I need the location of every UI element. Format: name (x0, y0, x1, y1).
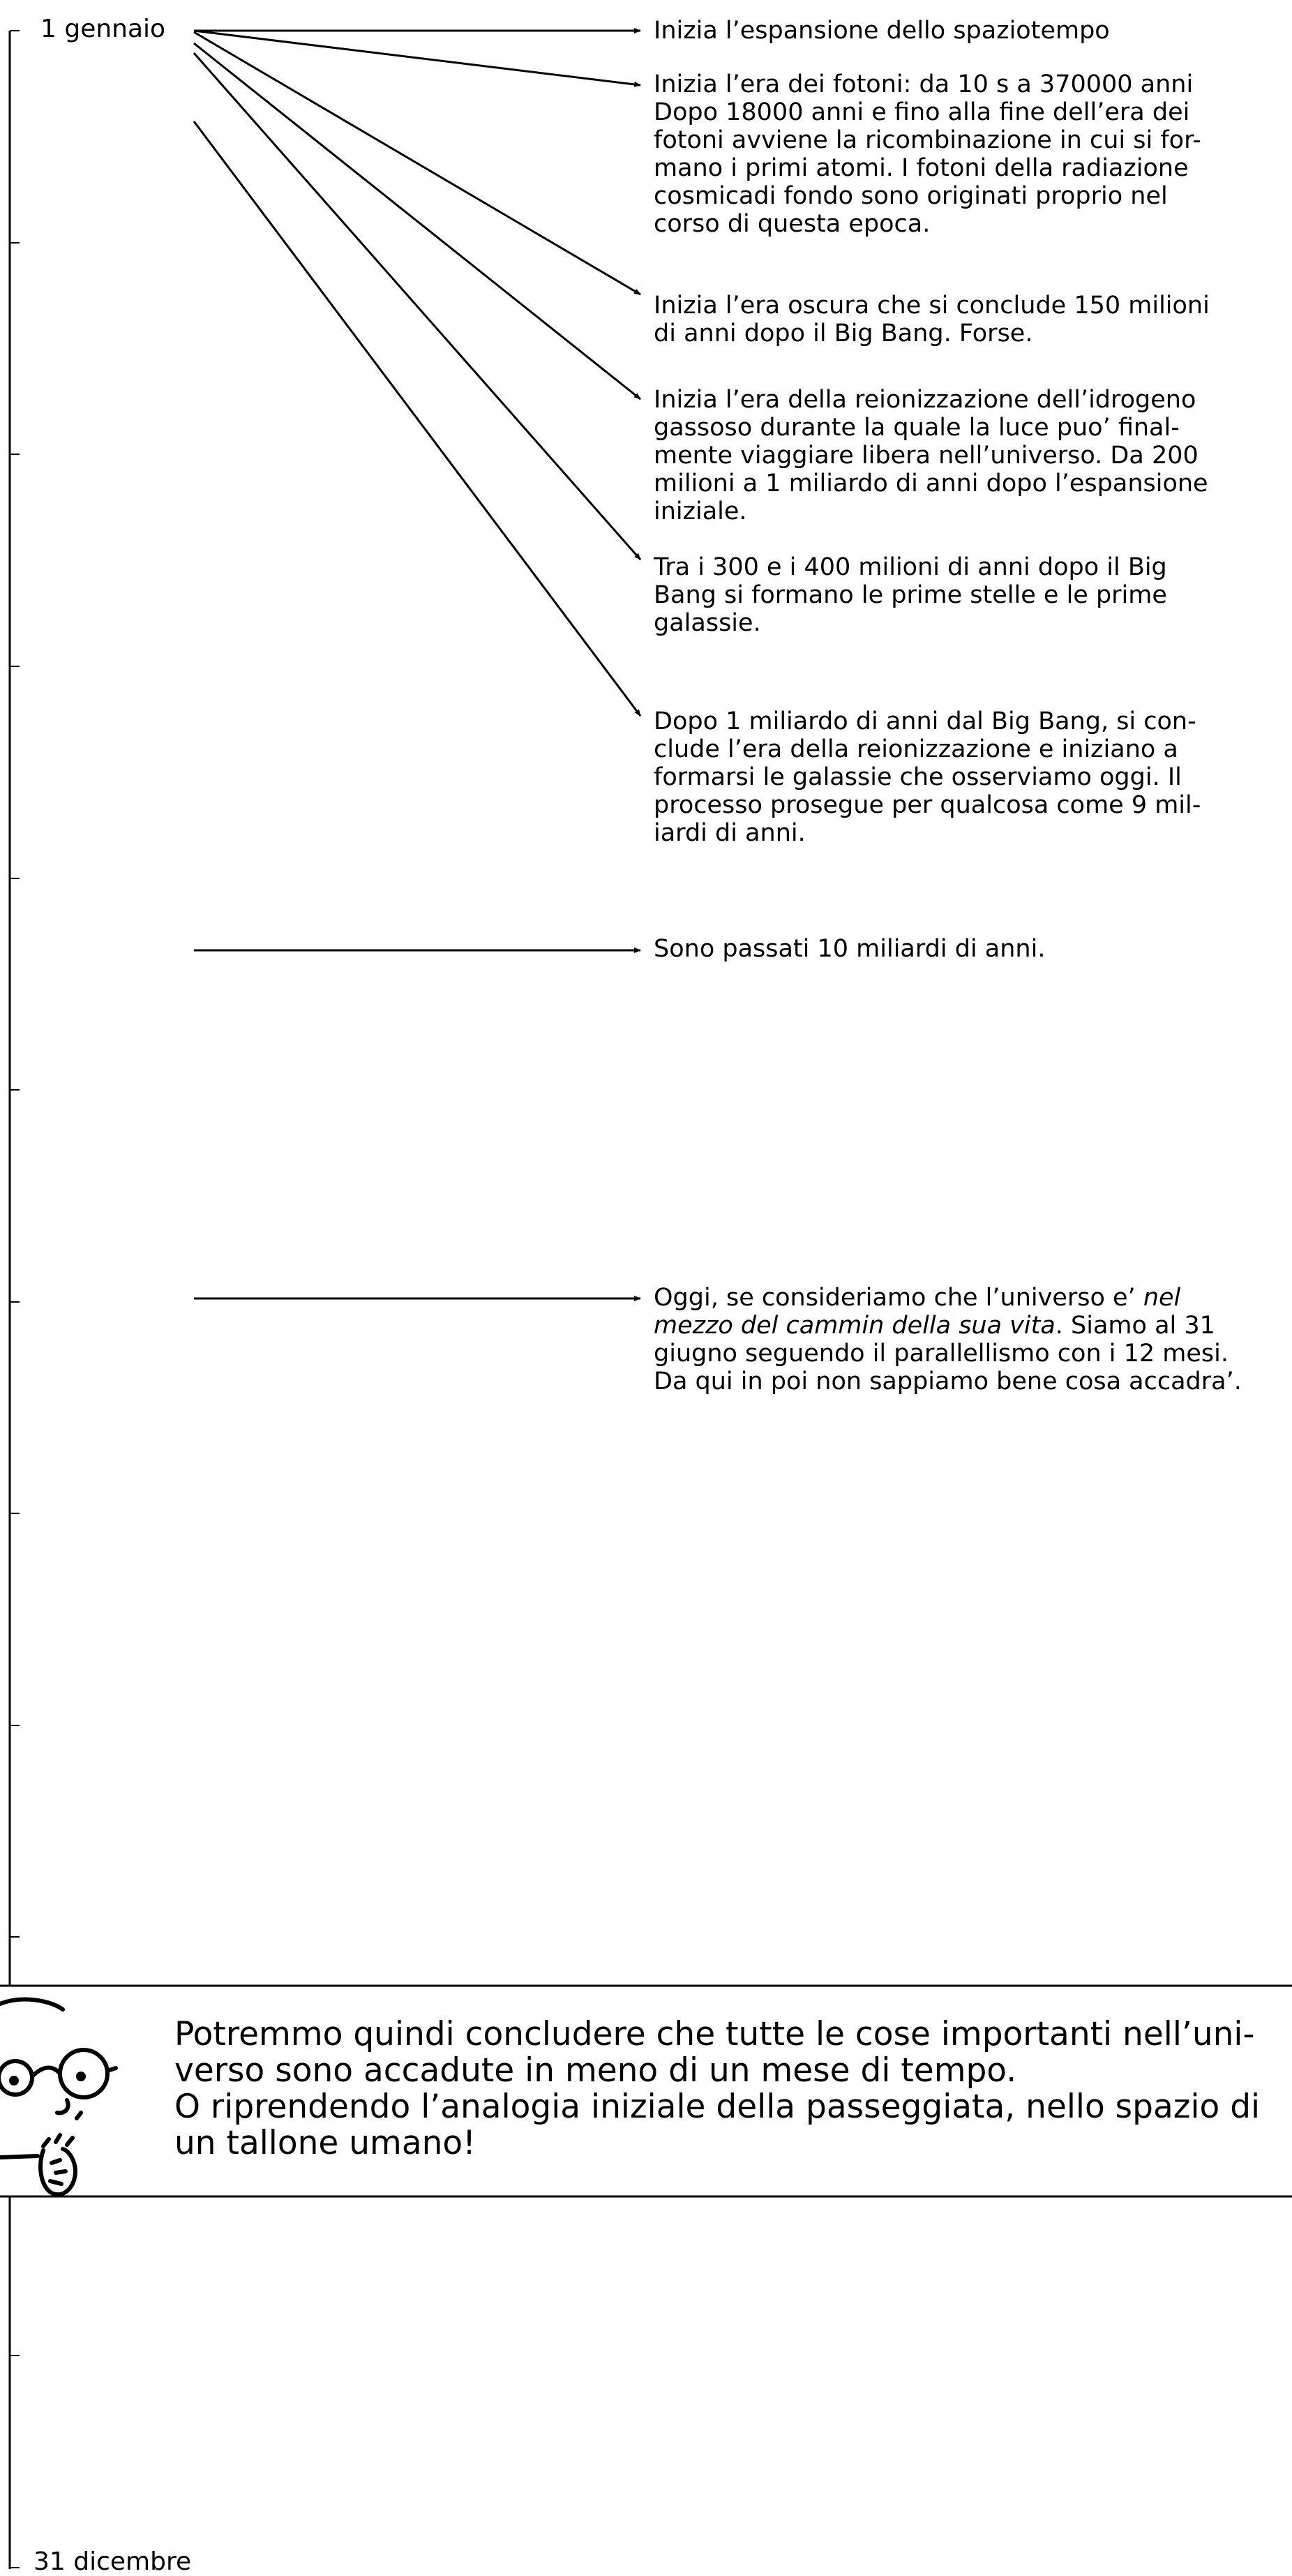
cartoon-face-icon (0, 1997, 118, 2197)
event-line: Da qui in poi non sappiamo bene cosa acc… (654, 1368, 1242, 1395)
event-line: clude l’era della reionizzazione e inizi… (654, 735, 1178, 763)
event-line: Inizia l’era oscura che si conclude 150 … (654, 292, 1210, 320)
conclusion-box-mask (0, 1986, 1292, 2196)
event-line: iniziale. (654, 497, 747, 525)
event-line: Dopo 18000 anni e fino alla fine dell’er… (654, 98, 1190, 126)
event-line: formarsi le galassie che osserviamo oggi… (654, 763, 1182, 791)
arrow-e4 (193, 42, 641, 400)
event-line: Dopo 1 miliardo di anni dal Big Bang, si… (654, 707, 1196, 735)
conclusion-line: un tallone umano! (174, 2124, 476, 2162)
arrow-e6 (193, 121, 642, 717)
event-today: Oggi, se consideriamo che l’universo e’ … (654, 1284, 1292, 1395)
event-line: Oggi, se consideriamo che l’universo e’ … (654, 1284, 1292, 1312)
event-line: processo prosegue per qualcosa come 9 mi… (654, 791, 1201, 819)
event-line: milioni a 1 miliardo di anni dopo l’espa… (654, 470, 1208, 497)
event-line: Inizia l’espansione dello spaziotempo (654, 17, 1110, 45)
event-line: gassoso durante la quale la luce puo’ fi… (654, 414, 1180, 442)
event-line: Bang si formano le prime stelle e le pri… (654, 581, 1167, 609)
event-line: fotoni avviene la ricombinazione in cui … (654, 126, 1201, 154)
event-text: Oggi, se consideriamo che l’universo e’ (654, 1284, 1143, 1312)
arrow-e2 (193, 29, 641, 87)
event-line: mano i primi atomi. I fotoni della radia… (654, 154, 1189, 182)
event-text-italic: mezzo del cammin della sua vita (654, 1312, 1056, 1340)
event-line: mezzo del cammin della sua vita. Siamo a… (654, 1312, 1292, 1340)
conclusion-line: Potremmo quindi concludere che tutte le … (174, 2016, 1255, 2053)
timeline-start-label: 1 gennaio (40, 15, 166, 43)
event-line: galassie. (654, 609, 761, 637)
event-line: di anni dopo il Big Bang. Forse. (654, 320, 1033, 347)
event-line: Tra i 300 e i 400 milioni di anni dopo i… (654, 553, 1167, 581)
event-galaxies: Dopo 1 miliardo di anni dal Big Bang, si… (654, 707, 1292, 847)
event-first-stars: Tra i 300 e i 400 milioni di anni dopo i… (654, 553, 1292, 637)
event-line: mente viaggiare libera nell’universo. Da… (654, 442, 1199, 470)
event-line: Inizia l’era dei fotoni: da 10 s a 37000… (654, 70, 1194, 98)
event-arrows (193, 28, 642, 1301)
event-10-billion-years: Sono passati 10 miliardi di anni. (654, 935, 1292, 963)
event-line: cosmicadi fondo sono originati proprio n… (654, 182, 1168, 210)
event-text-italic: nel (1143, 1284, 1181, 1312)
conclusion-line: verso sono accadute in meno di un mese d… (174, 2051, 1017, 2090)
event-dark-era: Inizia l’era oscura che si conclude 150 … (654, 292, 1292, 347)
event-line: iardi di anni. (654, 819, 806, 847)
event-line: giugno seguendo il parallellismo con i 1… (654, 1340, 1229, 1368)
event-photon-era: Inizia l’era dei fotoni: da 10 s a 37000… (654, 70, 1292, 238)
event-line: Inizia l’era della reionizzazione dell’i… (654, 386, 1196, 414)
event-text: . Siamo al 31 (1055, 1312, 1215, 1340)
conclusion-line: O riprendendo l’analogia iniziale della … (174, 2088, 1261, 2126)
event-expansion: Inizia l’espansione dello spaziotempo (654, 17, 1292, 45)
event-line: corso di questa epoca. (654, 210, 931, 238)
arrow-e5 (193, 52, 642, 560)
timeline-ticks (10, 30, 20, 2568)
event-line: Sono passati 10 miliardi di anni. (654, 935, 1046, 963)
conclusion-text: Potremmo quindi concludere che tutte le … (174, 2016, 1292, 2162)
event-reionization: Inizia l’era della reionizzazione dell’i… (654, 386, 1292, 525)
arrow-e3 (193, 31, 641, 296)
timeline-end-label: 31 dicembre (33, 2547, 192, 2576)
